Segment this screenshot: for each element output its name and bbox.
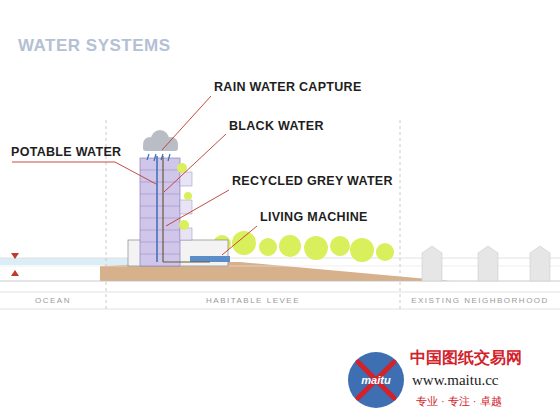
callout-label: RECYCLED GREY WATER (232, 174, 393, 188)
pipe (162, 156, 163, 262)
pipe (156, 156, 158, 262)
balconies (180, 172, 192, 240)
ground-line (0, 266, 560, 267)
tower (140, 158, 180, 266)
watermark-url: www.maitu.cc (412, 372, 499, 389)
band-line (0, 292, 560, 293)
pipe (163, 261, 210, 262)
base-line (0, 281, 560, 282)
level-marker (11, 270, 19, 276)
level-marker (11, 253, 19, 259)
rain (147, 154, 170, 161)
zone-label: OCEAN (32, 296, 74, 305)
zone-label: EXISTING NEIGHBORHOOD (408, 296, 552, 305)
callout-label: RAIN WATER CAPTURE (214, 80, 362, 94)
band-line (0, 309, 560, 310)
water-line (0, 258, 560, 259)
watermark-text: 中国图纸交易网 (410, 348, 522, 369)
callout-label: LIVING MACHINE (260, 210, 368, 224)
divider (400, 120, 401, 310)
callout-label: POTABLE WATER (11, 145, 121, 159)
cloud (143, 130, 178, 151)
living-machine-tank (190, 256, 230, 262)
trees (213, 231, 394, 262)
watermark-slogan: 专业 · 专注 · 卓越 (416, 394, 502, 409)
title: WATER SYSTEMS (18, 36, 171, 56)
zone-label: HABITABLE LEVEE (203, 296, 303, 305)
callout-label: BLACK WATER (229, 119, 324, 133)
logo-circle: maitu (348, 352, 404, 408)
leader-lines (12, 96, 257, 255)
logo-text: maitu (361, 374, 390, 386)
houses (422, 246, 550, 281)
